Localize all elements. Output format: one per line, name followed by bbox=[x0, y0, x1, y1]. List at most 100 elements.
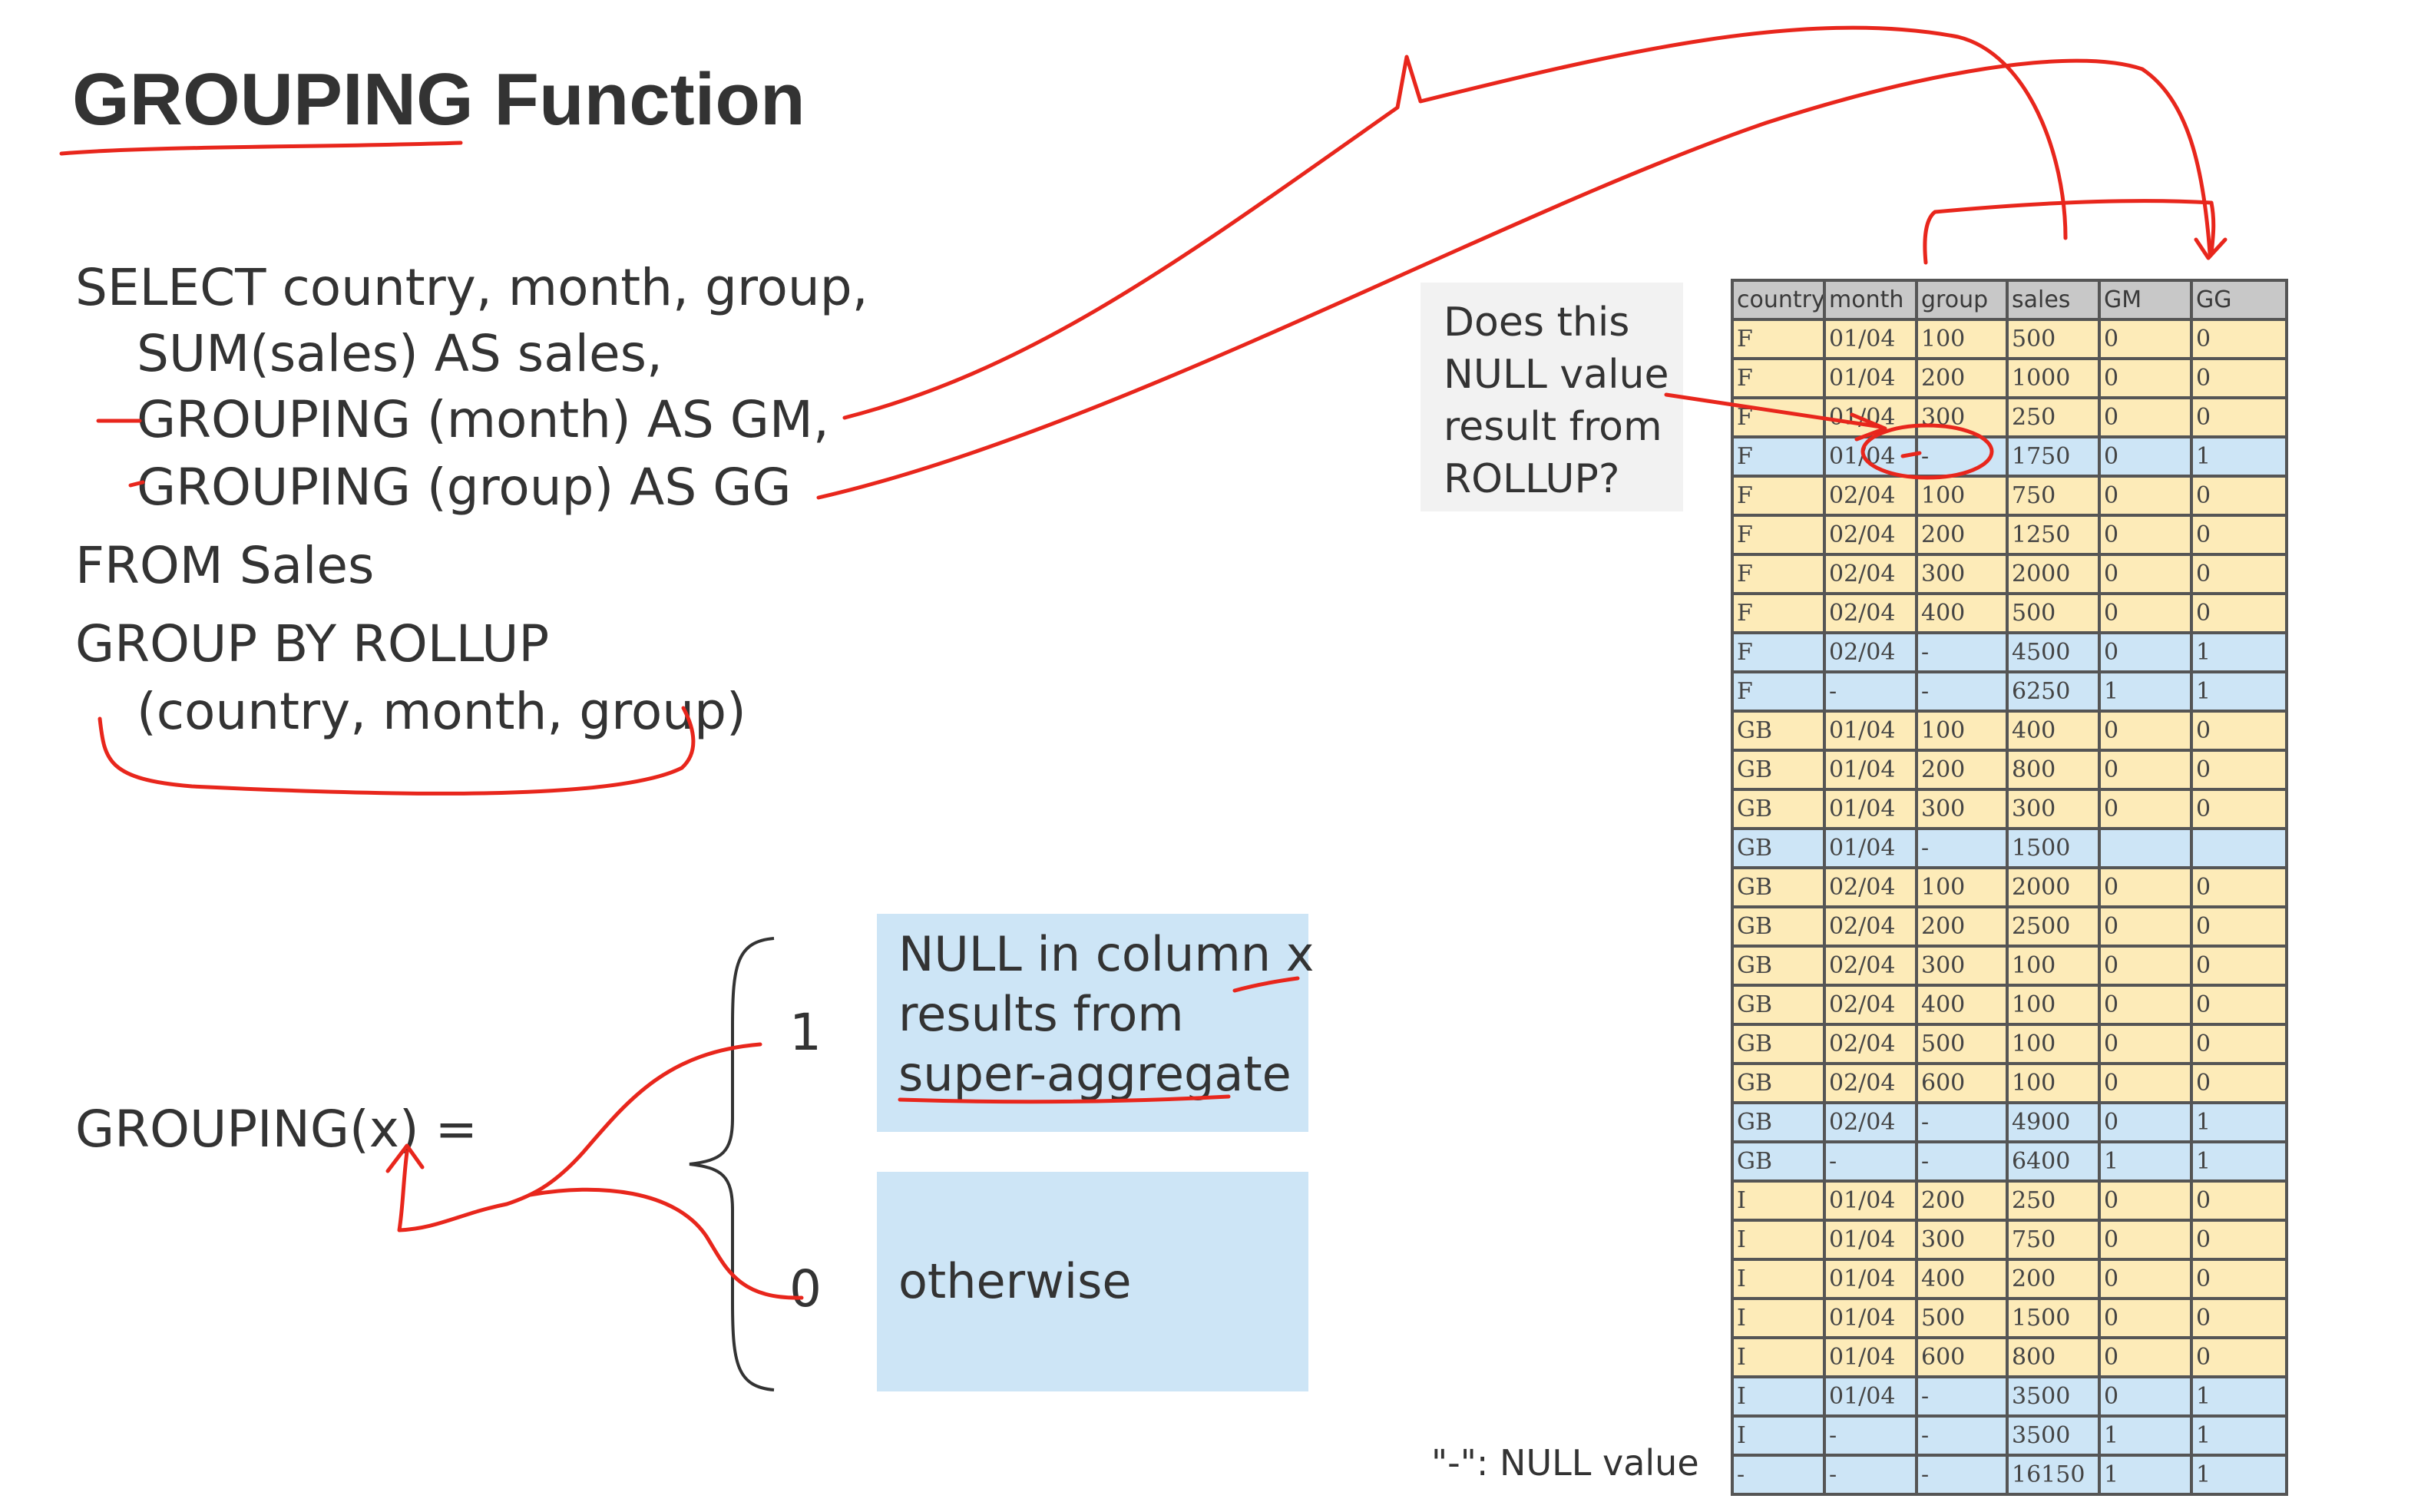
cell-month: 02/04 bbox=[1823, 1101, 1918, 1143]
cell-country: GB bbox=[1731, 1023, 1826, 1065]
cell-sales: 1500 bbox=[2006, 827, 2101, 869]
cell-sales: 4500 bbox=[2006, 631, 2101, 673]
cell-gm: 0 bbox=[2098, 357, 2193, 399]
case-zero-box: otherwise bbox=[877, 1172, 1308, 1391]
cell-month: 02/04 bbox=[1823, 945, 1918, 987]
title-bold-word: GROUPING bbox=[72, 58, 474, 141]
sql-line-grouping-month: GROUPING (month) AS GM, bbox=[137, 390, 829, 449]
cell-country: I bbox=[1731, 1179, 1826, 1222]
cell-gg: 1 bbox=[2190, 670, 2288, 713]
cell-gm: 0 bbox=[2098, 1023, 2193, 1065]
cell-gm: 0 bbox=[2098, 1297, 2193, 1339]
cell-country: I bbox=[1731, 1336, 1826, 1378]
cell-country: GB bbox=[1731, 984, 1826, 1026]
cell-country: GB bbox=[1731, 827, 1826, 869]
cell-gg: 0 bbox=[2190, 1219, 2288, 1261]
cell-sales: 2000 bbox=[2006, 553, 2101, 595]
gg-arrowhead-annotation bbox=[2194, 237, 2228, 260]
case-one-value: 1 bbox=[789, 1003, 822, 1062]
cell-sales: 6250 bbox=[2006, 670, 2101, 713]
cell-country: F bbox=[1731, 553, 1826, 595]
question-line: NULL value bbox=[1444, 352, 1669, 398]
cell-group: - bbox=[1915, 1140, 2009, 1183]
cell-month: 02/04 bbox=[1823, 514, 1918, 556]
cell-month: 02/04 bbox=[1823, 984, 1918, 1026]
grouping-definition-label: GROUPING(x) = bbox=[75, 1100, 478, 1159]
page-title: GROUPING Function bbox=[72, 63, 805, 137]
cell-country: GB bbox=[1731, 788, 1826, 830]
column-bracket-annotation bbox=[1923, 199, 2216, 265]
cell-month: 01/04 bbox=[1823, 710, 1918, 752]
cell-country: F bbox=[1731, 475, 1826, 517]
cell-country: GB bbox=[1731, 905, 1826, 948]
cell-month: 01/04 bbox=[1823, 1336, 1918, 1378]
cell-group: 400 bbox=[1915, 592, 2009, 634]
cell-month: 02/04 bbox=[1823, 866, 1918, 908]
cell-sales: 250 bbox=[2006, 396, 2101, 438]
cell-month: 01/04 bbox=[1823, 396, 1918, 438]
cell-gg: 0 bbox=[2190, 553, 2288, 595]
cell-sales: 750 bbox=[2006, 1219, 2101, 1261]
cell-month: 01/04 bbox=[1823, 1297, 1918, 1339]
cell-country: GB bbox=[1731, 710, 1826, 752]
cell-gg: 1 bbox=[2190, 1140, 2288, 1183]
cell-gg: 0 bbox=[2190, 710, 2288, 752]
case-one-line: NULL in column x bbox=[898, 926, 1315, 982]
cell-group: - bbox=[1915, 631, 2009, 673]
cell-sales: 6400 bbox=[2006, 1140, 2101, 1183]
cell-country: GB bbox=[1731, 749, 1826, 791]
curly-brace-icon bbox=[689, 937, 775, 1391]
cell-sales: 100 bbox=[2006, 1023, 2101, 1065]
cell-group: 200 bbox=[1915, 905, 2009, 948]
rollup-question-callout: Does this NULL value result from ROLLUP? bbox=[1421, 283, 1683, 511]
case-zero-line: otherwise bbox=[898, 1253, 1132, 1309]
cell-group: - bbox=[1915, 1414, 2009, 1457]
cell-group: 300 bbox=[1915, 396, 2009, 438]
cell-group: 100 bbox=[1915, 710, 2009, 752]
cell-month: 01/04 bbox=[1823, 318, 1918, 360]
cell-group: 600 bbox=[1915, 1062, 2009, 1104]
cell-gg: 0 bbox=[2190, 1023, 2288, 1065]
cell-month: 02/04 bbox=[1823, 592, 1918, 634]
cell-month: 01/04 bbox=[1823, 1179, 1918, 1222]
cell-gg: 0 bbox=[2190, 1062, 2288, 1104]
cell-group: 200 bbox=[1915, 357, 2009, 399]
cell-country: GB bbox=[1731, 1140, 1826, 1183]
cell-gm: 0 bbox=[2098, 318, 2193, 360]
cell-gm: 0 bbox=[2098, 631, 2193, 673]
cell-sales: 100 bbox=[2006, 945, 2101, 987]
cell-month: - bbox=[1823, 1140, 1918, 1183]
cell-gm: 0 bbox=[2098, 1375, 2193, 1418]
question-line: result from bbox=[1444, 404, 1662, 450]
cell-sales: 500 bbox=[2006, 318, 2101, 360]
column-header-country: country bbox=[1731, 279, 1826, 321]
cell-country: F bbox=[1731, 592, 1826, 634]
cell-group: 300 bbox=[1915, 945, 2009, 987]
cell-month: - bbox=[1823, 670, 1918, 713]
cell-gm: 0 bbox=[2098, 1219, 2193, 1261]
cell-month: 01/04 bbox=[1823, 1375, 1918, 1418]
cell-month: 01/04 bbox=[1823, 1258, 1918, 1300]
cell-group: 300 bbox=[1915, 788, 2009, 830]
cell-gm: 0 bbox=[2098, 1062, 2193, 1104]
cell-gm: 0 bbox=[2098, 1336, 2193, 1378]
column-header-group: group bbox=[1915, 279, 2009, 321]
cell-group: 500 bbox=[1915, 1297, 2009, 1339]
cell-gg: 0 bbox=[2190, 1258, 2288, 1300]
cell-gg: 0 bbox=[2190, 866, 2288, 908]
cell-group: 500 bbox=[1915, 1023, 2009, 1065]
cell-gm: 0 bbox=[2098, 905, 2193, 948]
sql-line-rollup-columns: (country, month, group) bbox=[137, 682, 746, 741]
cell-sales: 100 bbox=[2006, 984, 2101, 1026]
